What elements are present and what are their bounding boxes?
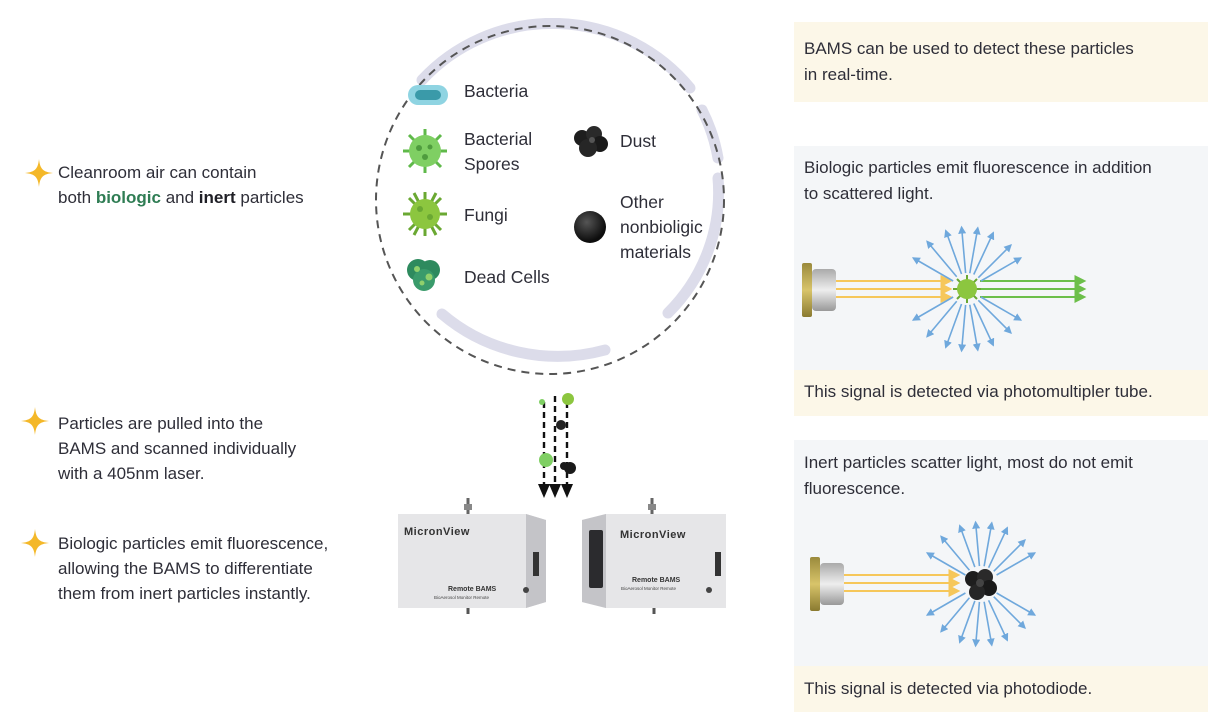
scatter-arrow — [958, 304, 967, 353]
scatter-arrow — [925, 552, 966, 576]
scatter-arrow — [993, 596, 1026, 629]
bullet-fluorescence: Biologic particles emit fluorescence, al… — [58, 531, 328, 606]
bullet-fluor-line3: them from inert particles instantly. — [58, 584, 311, 603]
scatter-arrow — [977, 299, 1012, 334]
scatter-arrow — [972, 601, 981, 648]
label-dead-cells: Dead Cells — [464, 267, 550, 287]
label-other-line3: materials — [620, 242, 691, 262]
label-fungi: Fungi — [464, 205, 508, 225]
scatter-arrow — [911, 257, 954, 282]
scatter-arrow — [973, 231, 995, 275]
label-spores-line2: Spores — [464, 154, 520, 174]
device-right-subtitle: BioAerosol Monitor Remote — [621, 586, 677, 591]
panel-inert-footer: This signal is detected via photodiode. — [794, 666, 1208, 712]
scatter-arrow — [940, 535, 971, 571]
scatter-arrow — [911, 296, 954, 321]
scatter-arrow — [983, 601, 995, 647]
bullet-pulled-line1: Particles are pulled into the — [58, 414, 264, 433]
bams-device-left — [398, 498, 546, 614]
fluorescent-particle-icon — [953, 275, 981, 303]
panel-inert-line1: Inert particles scatter light, most do n… — [804, 453, 1133, 472]
label-dust: Dust — [620, 131, 656, 151]
scatter-arrow — [944, 303, 963, 349]
bullet-cleanroom: Cleanroom air can contain both biologic … — [58, 160, 304, 210]
dust-particle-icon — [965, 569, 997, 600]
panel-inert-footer-text: This signal is detected via photodiode. — [804, 679, 1093, 698]
dust-icon — [574, 126, 608, 157]
particle-intake-arrows — [538, 393, 576, 498]
label-bacteria: Bacteria — [464, 81, 529, 101]
scatter-arrow — [972, 520, 981, 567]
scatter-arrow — [987, 526, 1009, 569]
scatter-arrow — [940, 597, 971, 633]
device-left-brand: MicronView — [404, 526, 470, 538]
scatter-arrow — [996, 552, 1037, 576]
scatter-arrow — [977, 244, 1012, 279]
text-both: both — [58, 188, 96, 207]
scatter-arrow — [958, 524, 976, 568]
scatter-arrow — [987, 599, 1009, 642]
panel-biologic-footer: This signal is detected via photomultipl… — [794, 370, 1208, 416]
scatter-arrow — [926, 240, 958, 278]
scatter-arrow — [925, 592, 966, 616]
dead-cell-icon — [407, 259, 440, 291]
biologic-signal-diagram — [802, 225, 1087, 353]
text-particles: particles — [235, 188, 304, 207]
panel-inert-text: Inert particles scatter light, most do n… — [794, 440, 1208, 502]
label-other-line1: Other — [620, 192, 664, 212]
panel-realtime-text: BAMS can be used to detect these particl… — [794, 22, 1208, 88]
scatter-arrow — [993, 539, 1026, 572]
text-and: and — [160, 188, 199, 207]
panel-biologic-line2: to scattered light. — [804, 184, 934, 203]
star-icon — [21, 529, 49, 557]
scatter-arrow — [980, 296, 1023, 321]
scatter-arrow — [944, 229, 963, 275]
device-right-model: Remote BAMS — [632, 577, 681, 584]
star-icon — [25, 159, 53, 187]
fungi-icon — [403, 192, 447, 236]
inert-signal-diagram — [810, 520, 1037, 648]
scatter-arrow — [980, 257, 1023, 282]
laser-emitter-icon — [810, 557, 844, 611]
panel-realtime: BAMS can be used to detect these particl… — [794, 22, 1208, 102]
panel-inert-line2: fluorescence. — [804, 479, 906, 498]
label-other-line2: nonbioligic — [620, 217, 703, 237]
text-biologic: biologic — [95, 188, 161, 207]
panel-biologic: Biologic particles emit fluorescence in … — [794, 146, 1208, 370]
particle-circle — [375, 18, 725, 375]
panel-biologic-text: Biologic particles emit fluorescence in … — [794, 146, 1208, 207]
text-inert: inert — [198, 188, 236, 207]
label-other-materials: Other nonbioligic materials — [620, 190, 703, 265]
spore-icon — [403, 129, 447, 173]
bullet-cleanroom-line1: Cleanroom air can contain — [58, 163, 257, 182]
label-spores-line1: Bacterial — [464, 129, 533, 149]
panel-biologic-footer-text: This signal is detected via photomultipl… — [804, 382, 1153, 401]
panel-biologic-line1: Biologic particles emit fluorescence in … — [804, 158, 1152, 177]
bacteria-icon — [408, 85, 448, 105]
scatter-arrow — [926, 300, 958, 338]
device-left-subtitle: BioAerosol Monitor Remote — [434, 595, 490, 600]
scatter-arrow — [983, 521, 995, 567]
laser-emitter-icon — [802, 263, 836, 317]
black-particle-icon — [574, 211, 606, 243]
scatter-arrow — [968, 304, 981, 352]
bullet-pulled-line2: BAMS and scanned individually — [58, 439, 297, 458]
star-icon — [21, 407, 49, 435]
panel-realtime-line2: in real-time. — [804, 65, 893, 84]
device-right-brand: MicronView — [620, 529, 686, 541]
bullet-cleanroom-line2: both biologic and inert particles — [58, 185, 304, 210]
scatter-arrow — [958, 600, 976, 644]
panel-realtime-line1: BAMS can be used to detect these particl… — [804, 39, 1134, 58]
bullet-fluor-line2: allowing the BAMS to differentiate — [58, 559, 313, 578]
bullet-fluor-line1: Biologic particles emit fluorescence, — [58, 534, 329, 553]
scatter-arrow — [968, 226, 981, 274]
scatter-arrow — [958, 225, 967, 274]
label-bacterial-spores: Bacterial Spores — [464, 127, 532, 177]
bullet-particles-pulled: Particles are pulled into the BAMS and s… — [58, 411, 296, 486]
bams-device-right — [582, 498, 726, 614]
device-left-model: Remote BAMS — [448, 586, 497, 593]
bullet-pulled-line3: with a 405nm laser. — [58, 464, 205, 483]
scatter-arrow — [996, 592, 1037, 616]
scatter-arrow — [973, 303, 995, 347]
